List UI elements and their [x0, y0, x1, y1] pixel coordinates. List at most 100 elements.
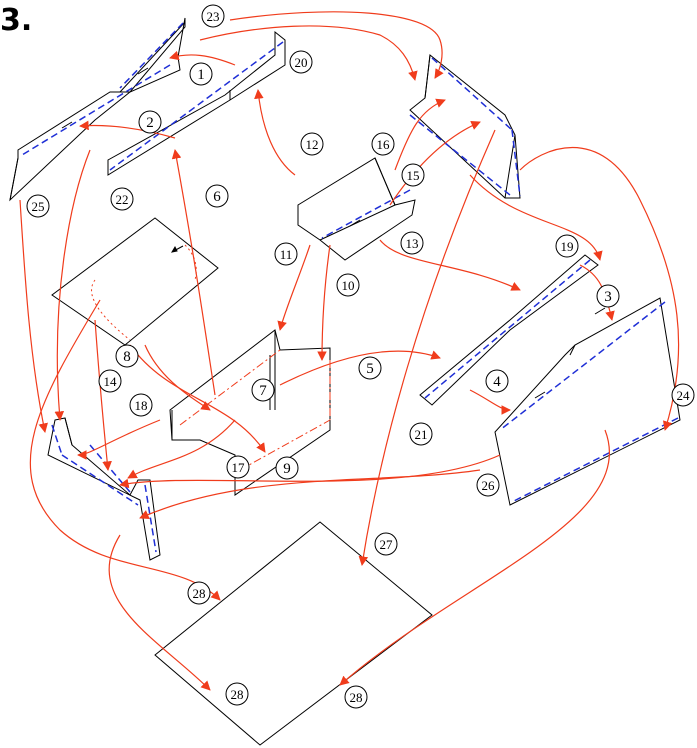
- direction-arrow: [137, 67, 149, 75]
- step-marker-label: 8: [123, 349, 131, 365]
- step-marker-circle: [138, 110, 162, 134]
- sequence-arrow: [169, 50, 236, 66]
- sequence-arrow: [199, 25, 418, 81]
- sequence-arrow: [379, 239, 521, 291]
- step-marker-label: 9: [283, 461, 291, 477]
- step-marker-label: 26: [482, 478, 496, 493]
- step-marker: 9: [275, 456, 299, 480]
- step-marker: 28: [344, 685, 368, 709]
- fold-line: [511, 129, 521, 197]
- step-marker: 3: [596, 284, 620, 308]
- step-marker-circle: [401, 163, 425, 187]
- step-marker-circle: [98, 369, 122, 393]
- step-marker: 4: [485, 369, 509, 393]
- sequence-arrow: [129, 344, 266, 453]
- step-marker-label: 25: [32, 199, 45, 214]
- sequence-arrow: [29, 299, 221, 601]
- part-bracket-14: [47, 417, 161, 561]
- step-marker-circle: [189, 62, 213, 86]
- sequence-arrow: [144, 344, 211, 411]
- direction-arrow: [170, 245, 184, 253]
- fold-line: [51, 424, 63, 456]
- sequence-arrow: [469, 389, 511, 415]
- step-marker-circle: [671, 383, 695, 407]
- fold-line: [511, 417, 679, 503]
- step-marker: 26: [476, 473, 500, 497]
- step-marker-label: 6: [213, 189, 221, 205]
- sequence-arrow: [19, 199, 48, 433]
- step-marker-circle: [274, 242, 298, 266]
- step-marker-circle: [374, 532, 398, 556]
- step-marker-label: 21: [415, 427, 428, 442]
- step-marker-circle: [115, 344, 139, 368]
- step-marker-label: 17: [232, 460, 246, 475]
- step-marker-circle: [400, 231, 424, 255]
- step-marker: 7: [251, 378, 275, 402]
- part-panel-8: [51, 217, 219, 346]
- sequence-arrow: [317, 244, 331, 361]
- direction-arrow: [61, 121, 73, 129]
- step-marker: 22: [110, 187, 134, 211]
- step-marker-label: 28: [193, 586, 206, 601]
- step-marker-label: 15: [407, 168, 420, 183]
- part-base-28: [154, 521, 433, 746]
- step-marker-label: 23: [207, 9, 220, 24]
- step-marker-circle: [596, 284, 620, 308]
- sequence-arrow: [79, 120, 176, 139]
- step-marker-label: 24: [677, 388, 691, 403]
- step-marker-circle: [129, 393, 153, 417]
- step-marker: 6: [205, 184, 229, 208]
- part-panel-24-26: [494, 297, 681, 506]
- sequence-arrow: [519, 146, 680, 431]
- part-wedge-top-right: [409, 54, 521, 199]
- step-marker: 28: [187, 581, 211, 605]
- sequence-arrow: [389, 121, 481, 206]
- step-marker-circle: [476, 473, 500, 497]
- fold-line: [61, 454, 139, 506]
- step-marker: 23: [201, 4, 225, 28]
- part-strip-19: [419, 254, 599, 406]
- sequence-arrow: [358, 129, 496, 566]
- step-marker-circle: [289, 50, 313, 74]
- step-marker: 5: [358, 356, 382, 380]
- step-marker-circle: [251, 378, 275, 402]
- fold-line: [21, 64, 171, 156]
- step-marker-label: 16: [377, 137, 391, 152]
- step-marker: 12: [300, 132, 324, 156]
- guide-line: [91, 279, 131, 341]
- step-marker-label: 27: [380, 537, 394, 552]
- sequence-arrow: [279, 350, 441, 386]
- part-channel-7: [169, 329, 331, 496]
- sequence-arrow: [579, 264, 615, 321]
- step-marker-label: 2: [146, 115, 154, 131]
- step-marker-label: 19: [561, 239, 574, 254]
- sequence-arrow: [394, 98, 446, 171]
- guide-line: [179, 349, 281, 426]
- part-channel-16: [297, 157, 416, 261]
- step-marker-circle: [300, 132, 324, 156]
- step-marker-circle: [205, 184, 229, 208]
- step-marker-circle: [336, 273, 360, 297]
- step-marker: 24: [671, 383, 695, 407]
- part-strip-23-25: [9, 17, 186, 202]
- step-marker-circle: [344, 685, 368, 709]
- sequence-arrow: [94, 319, 112, 471]
- step-marker-label: 12: [306, 137, 319, 152]
- fold-line: [144, 484, 157, 553]
- sequence-arrow: [254, 89, 296, 176]
- step-marker: 11: [274, 242, 298, 266]
- fold-line: [424, 259, 591, 399]
- fold-line: [409, 114, 511, 196]
- step-marker: 13: [400, 231, 424, 255]
- step-marker-label: 3: [604, 289, 612, 305]
- step-marker-circle: [201, 4, 225, 28]
- step-marker-circle: [26, 194, 50, 218]
- step-marker-circle: [485, 369, 509, 393]
- step-marker-label: 13: [406, 236, 419, 251]
- fold-line: [431, 57, 513, 131]
- step-marker-circle: [555, 234, 579, 258]
- step-marker-label: 10: [342, 278, 355, 293]
- step-marker-circle: [226, 455, 250, 479]
- step-marker: 27: [374, 532, 398, 556]
